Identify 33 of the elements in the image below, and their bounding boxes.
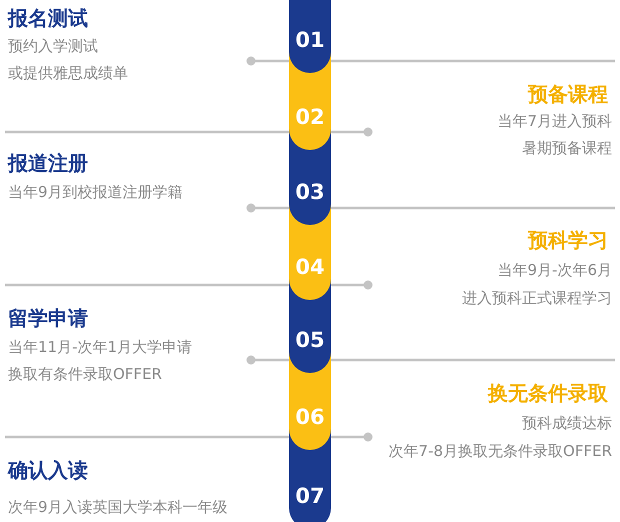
step-description: 暑期预备课程 <box>522 141 612 156</box>
step-title: 确认入读 <box>8 460 88 480</box>
step-number: 03 <box>295 182 325 203</box>
step-title: 报道注册 <box>8 153 88 173</box>
step-description: 换取有条件录取OFFER <box>8 367 162 382</box>
step-number: 04 <box>295 257 325 278</box>
step-number: 06 <box>295 407 325 428</box>
step-segment <box>289 373 331 450</box>
step-title: 预科学习 <box>528 230 608 250</box>
step-description: 当年9月到校报道注册学籍 <box>8 185 183 200</box>
step-number: 01 <box>295 30 325 51</box>
step-segment <box>289 150 331 225</box>
step-description: 预科成绩达标 <box>522 416 612 431</box>
step-description: 当年7月进入预科 <box>497 114 612 129</box>
step-title: 报名测试 <box>8 8 88 28</box>
step-number: 07 <box>295 486 325 507</box>
step-title: 换无条件录取 <box>488 383 608 403</box>
step-description: 或提供雅思成绩单 <box>8 66 128 81</box>
step-title: 预备课程 <box>528 84 608 104</box>
step-description: 当年9月-次年6月 <box>498 263 612 278</box>
step-description: 次年7-8月换取无条件录取OFFER <box>388 444 612 459</box>
step-description: 当年11月-次年1月大学申请 <box>8 340 192 355</box>
step-segment <box>289 225 331 300</box>
step-description: 预约入学测试 <box>8 39 98 54</box>
step-segment <box>289 73 331 150</box>
step-segment <box>289 300 331 373</box>
step-description: 次年9月入读英国大学本科一年级 <box>8 500 228 515</box>
step-description: 进入预科正式课程学习 <box>462 291 612 306</box>
step-segment <box>289 0 331 73</box>
step-number: 02 <box>295 107 325 128</box>
step-segment <box>289 450 331 522</box>
step-number: 05 <box>295 330 325 351</box>
step-title: 留学申请 <box>8 308 88 328</box>
